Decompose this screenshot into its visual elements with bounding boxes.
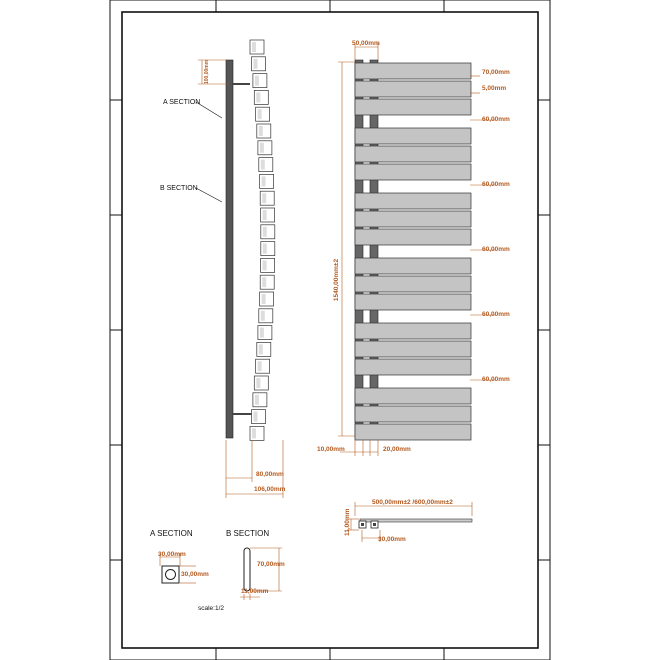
- side-panel-shade: [262, 260, 267, 271]
- a-section-title: A SECTION: [150, 529, 193, 538]
- side-view: A SECTION B SECTION 100,00mm 80,00mm 106…: [160, 39, 286, 498]
- dim-top-view-30: 30,00mm: [378, 536, 406, 543]
- front-panel-bar: [354, 127, 472, 145]
- a-section-bore: [165, 569, 176, 580]
- front-panel-bar: [354, 210, 472, 228]
- dim-gap-60: 60,00mm: [482, 311, 510, 318]
- dim-bottom-20: 20,00mm: [383, 446, 411, 453]
- side-panel-shade: [258, 126, 263, 136]
- front-panel-bar: [354, 145, 472, 163]
- side-panel-shade: [252, 42, 256, 52]
- b-section-pointer-label: B SECTION: [160, 185, 198, 192]
- side-panel-shade: [256, 92, 261, 103]
- front-panel-bar: [354, 293, 472, 311]
- dim-gap-5: 5,00mm: [482, 85, 506, 92]
- front-panel-bar: [354, 163, 472, 181]
- front-panel-bar: [354, 228, 472, 246]
- b-section-flat-panel: [243, 547, 251, 592]
- side-pipe: [225, 59, 234, 439]
- side-panel-shade: [261, 294, 266, 304]
- side-panel-shade: [258, 344, 263, 355]
- dim-panel-70: 70,00mm: [482, 69, 510, 76]
- side-panel-shade: [262, 226, 267, 237]
- front-panel-bar: [354, 405, 472, 423]
- dim-width: 500,00mm±2 /600,00mm±2: [372, 499, 453, 506]
- dim-bottom-10: 10,00mm: [317, 446, 345, 453]
- dim-gap-60: 60,00mm: [482, 181, 510, 188]
- side-panel-stack: [249, 39, 276, 441]
- front-panel-bar: [354, 322, 472, 340]
- side-panel-shade: [254, 394, 259, 405]
- front-panel-bar: [354, 275, 472, 293]
- front-panel-bar: [354, 62, 472, 80]
- b-section-title: B SECTION: [226, 529, 269, 538]
- front-panel-stack: [354, 62, 472, 441]
- front-panel-bar: [354, 340, 472, 358]
- dim-gap-60: 60,00mm: [482, 246, 510, 253]
- dim-a-30-top: 30,00mm: [158, 551, 186, 558]
- drawing-frame: [109, 0, 551, 660]
- side-panel-shade: [261, 176, 266, 187]
- front-panel-bar: [354, 358, 472, 376]
- front-panel-bar: [354, 423, 472, 441]
- front-panel-bar: [354, 98, 472, 116]
- side-panel-shade: [253, 58, 258, 69]
- dim-top-view-11: 11,00mm: [344, 508, 351, 536]
- front-panel-bar: [354, 80, 472, 98]
- side-panel-shade: [262, 193, 267, 204]
- dim-side-top-offset: 100,00mm: [204, 59, 210, 84]
- side-panel-shade: [257, 109, 262, 120]
- side-panel-shade: [254, 75, 259, 86]
- b-section-detail: B SECTION 70,00mm 11,00mm: [226, 529, 285, 600]
- scale-label: scale:1/2: [198, 605, 224, 612]
- dim-depth-80: 80,00mm: [256, 471, 284, 478]
- side-panel-shade: [262, 243, 267, 254]
- side-panel-shade: [259, 142, 264, 153]
- front-panel-bar: [354, 257, 472, 275]
- dim-top-50: 50,00mm: [352, 40, 380, 47]
- side-panel-shade: [259, 327, 264, 338]
- front-view: 50,00mm 1540,00mm±2 70,00mm 5,00mm 60,00…: [317, 40, 510, 456]
- dim-gap-60: 60,00mm: [482, 376, 510, 383]
- dim-b-11: 11,00mm: [241, 588, 269, 595]
- dim-gap-60: 60,00mm: [482, 116, 510, 123]
- dim-b-70: 70,00mm: [257, 561, 285, 568]
- side-panel-shade: [262, 210, 267, 220]
- front-pipe-right: [369, 59, 379, 439]
- side-panel-shade: [256, 378, 261, 388]
- front-panel-bar: [354, 192, 472, 210]
- side-panel-shade: [260, 310, 265, 321]
- a-section-pointer-label: A SECTION: [163, 99, 200, 106]
- dim-height: 1540,00mm±2: [333, 259, 340, 302]
- front-pipe-left: [354, 59, 364, 439]
- side-panel-shade: [252, 428, 256, 439]
- side-panel-shade: [262, 277, 267, 288]
- front-panel-bar: [354, 387, 472, 405]
- side-panel-shade: [253, 411, 258, 422]
- dim-depth-106: 106,00mm: [254, 486, 286, 493]
- top-view: 500,00mm±2 /600,00mm±2 11,00mm 30,00mm: [344, 499, 473, 543]
- side-panel-shade: [257, 361, 262, 372]
- side-panel-shade: [260, 159, 265, 170]
- a-section-detail: A SECTION 30,00mm 30,00mm: [150, 529, 209, 584]
- top-view-panel: [359, 518, 473, 523]
- dim-a-30-side: 30,00mm: [181, 571, 209, 578]
